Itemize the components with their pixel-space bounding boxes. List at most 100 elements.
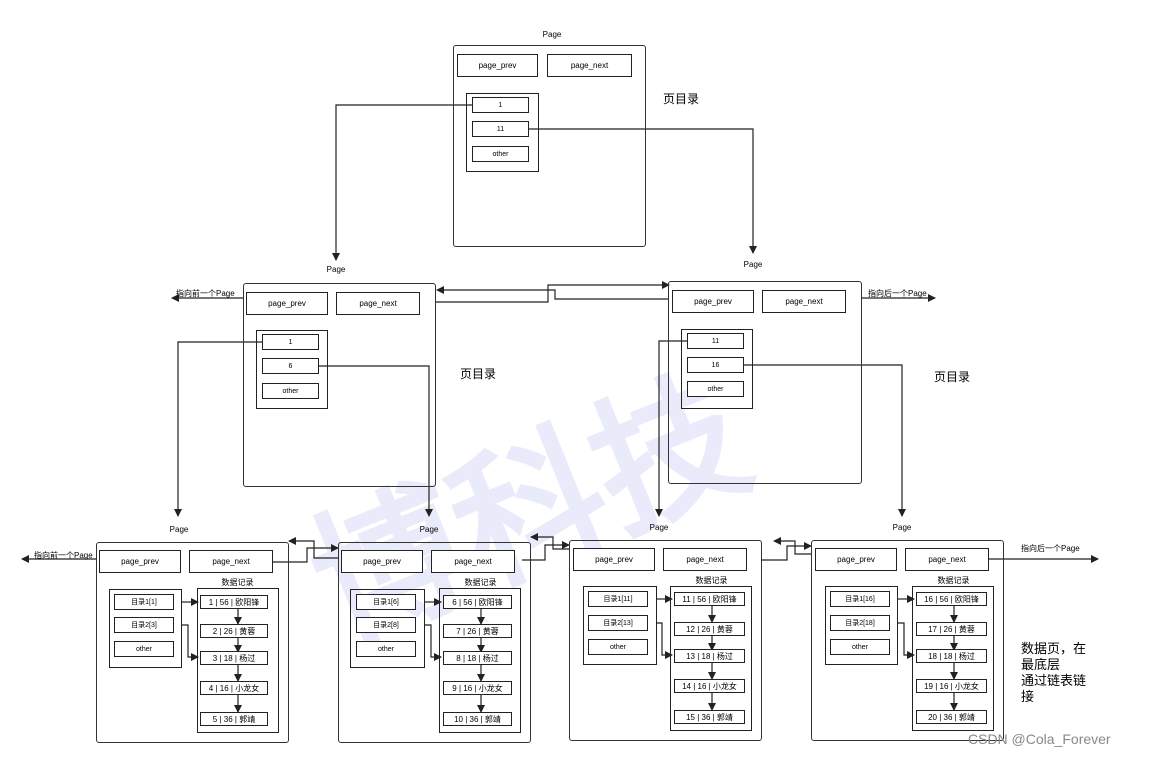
mid-right-slot: 16 [687, 357, 744, 373]
leaf3-record: 15 | 36 | 郭靖 [674, 710, 745, 724]
leaf3-dir-entry: 目录2[13] [588, 615, 648, 631]
leaf3-dir-entry: 目录1[11] [588, 591, 648, 607]
leaf23-prev-link [530, 533, 569, 550]
mid-right-to-leaf4-line [743, 364, 906, 517]
leaf4-page [811, 540, 1004, 741]
leaf4-dir-entry: other [830, 639, 890, 655]
mid-left-directory-box [256, 330, 328, 409]
leaf2-record: 7 | 26 | 黄蓉 [443, 624, 512, 638]
mid-right-page-next: page_next [762, 290, 846, 313]
leaf1-records-box [197, 588, 279, 733]
leaf1-page [96, 542, 289, 743]
mid-left-page-title: Page [326, 265, 346, 274]
leaf-next-page-label: 指向后一个Page [1021, 544, 1080, 553]
mid-prev-link [436, 286, 669, 300]
leaf12-next-link [272, 544, 339, 563]
leaf4-records-title: 数据记录 [937, 576, 970, 585]
leaf4-record: 20 | 36 | 郭靖 [916, 710, 987, 724]
root-page [453, 45, 646, 247]
mid-prev-page-label: 指向前一个Page [176, 289, 235, 298]
mid-left-page-prev: page_prev [246, 292, 328, 315]
leaf2-page [338, 542, 531, 743]
root-slot: 1 [472, 97, 529, 113]
note-line: 数据页，在 [1021, 641, 1087, 656]
mid-next-link [435, 281, 670, 303]
credit-text: CSDN @Cola_Forever [968, 731, 1111, 747]
root-to-mid-right-line [528, 128, 757, 254]
leaf3-directory-box [583, 586, 657, 665]
leaf2-dir-entry: 目录1[6] [356, 594, 416, 610]
leaf4-dir-entry: 目录1[16] [830, 591, 890, 607]
leaf4-page-title: Page [892, 523, 912, 532]
leaf3-record: 12 | 26 | 黄蓉 [674, 622, 745, 636]
leaf1-page-prev: page_prev [99, 550, 181, 573]
leaf2-page-title: Page [419, 525, 439, 534]
leaf1-records-title: 数据记录 [221, 578, 254, 587]
mid-left-to-leaf1-line [174, 341, 262, 517]
mid-right-page-prev: page_prev [672, 290, 754, 313]
leaf12-prev-link [288, 537, 338, 559]
root-slot: 11 [472, 121, 529, 137]
root-to-mid-left-line [332, 104, 472, 261]
leaf1-record: 3 | 18 | 杨过 [200, 651, 268, 665]
leaf2-dir-entry: other [356, 641, 416, 657]
leaf4-page-prev: page_prev [815, 548, 897, 571]
leaf4-dir-entry: 目录2[18] [830, 615, 890, 631]
root-page-title: Page [542, 30, 562, 39]
leaf1-record: 1 | 56 | 欧阳锋 [200, 595, 268, 609]
mid-left-slot: other [262, 383, 319, 399]
root-directory-label: 页目录 [663, 92, 700, 106]
mid-right-slot: other [687, 381, 744, 397]
leaf4-records-box [912, 586, 994, 731]
leaf2-record: 9 | 16 | 小龙女 [443, 681, 512, 695]
leaf2-page-next: page_next [431, 550, 515, 573]
leaf4-record: 19 | 16 | 小龙女 [916, 679, 987, 693]
leaf2-records-box [439, 588, 521, 733]
leaf1-page-title: Page [169, 525, 189, 534]
mid-right-directory-label: 页目录 [934, 370, 971, 384]
leaf2-record: 6 | 56 | 欧阳锋 [443, 595, 512, 609]
leaf3-records-box [670, 586, 752, 731]
note-line: 接 [1021, 689, 1035, 704]
leaf3-page-title: Page [649, 523, 669, 532]
mid-right-slot: 11 [687, 333, 744, 349]
leaf4-record: 16 | 56 | 欧阳锋 [916, 592, 987, 606]
leaf34-next-link [762, 542, 812, 561]
root-directory-box [466, 93, 539, 172]
leaf3-records-title: 数据记录 [695, 576, 728, 585]
leaf-prev-page-label: 指向前一个Page [34, 551, 93, 560]
leaf3-page-next: page_next [663, 548, 747, 571]
mid-left-page [243, 283, 436, 487]
root-page-next: page_next [547, 54, 632, 77]
leaf2-directory-box [350, 589, 425, 668]
mid-right-to-leaf3-line [655, 340, 688, 517]
mid-left-slot: 1 [262, 334, 319, 350]
leaf23-next-link [522, 541, 570, 561]
leaf2-record: 8 | 18 | 杨过 [443, 651, 512, 665]
mid-left-to-leaf2-line [318, 365, 433, 517]
root-page-prev: page_prev [457, 54, 538, 77]
leaf2-page-prev: page_prev [341, 550, 423, 573]
root-slot: other [472, 146, 529, 162]
mid-right-page-title: Page [743, 260, 763, 269]
leaf3-record: 11 | 56 | 欧阳锋 [674, 592, 745, 606]
mid-right-directory-box [681, 329, 753, 409]
mid-left-directory-label: 页目录 [460, 367, 497, 381]
leaf3-page [569, 540, 762, 741]
leaf1-record: 4 | 16 | 小龙女 [200, 681, 268, 695]
leaf3-page-prev: page_prev [573, 548, 655, 571]
leaf4-page-next: page_next [905, 548, 989, 571]
mid-left-slot: 6 [262, 358, 319, 374]
leaf1-record: 5 | 36 | 郭靖 [200, 712, 268, 726]
mid-left-page-next: page_next [336, 292, 420, 315]
leaf2-records-title: 数据记录 [464, 578, 497, 587]
leaf3-dir-entry: other [588, 639, 648, 655]
leaf2-dir-entry: 目录2[8] [356, 617, 416, 633]
leaf4-directory-box [825, 586, 898, 665]
leaf-note: 数据页，在 最底层 通过链表链 接 [1021, 641, 1121, 705]
leaf34-prev-link [773, 537, 811, 555]
leaf1-page-next: page_next [189, 550, 273, 573]
leaf2-record: 10 | 36 | 郭靖 [443, 712, 512, 726]
leaf1-directory-box [109, 589, 182, 668]
